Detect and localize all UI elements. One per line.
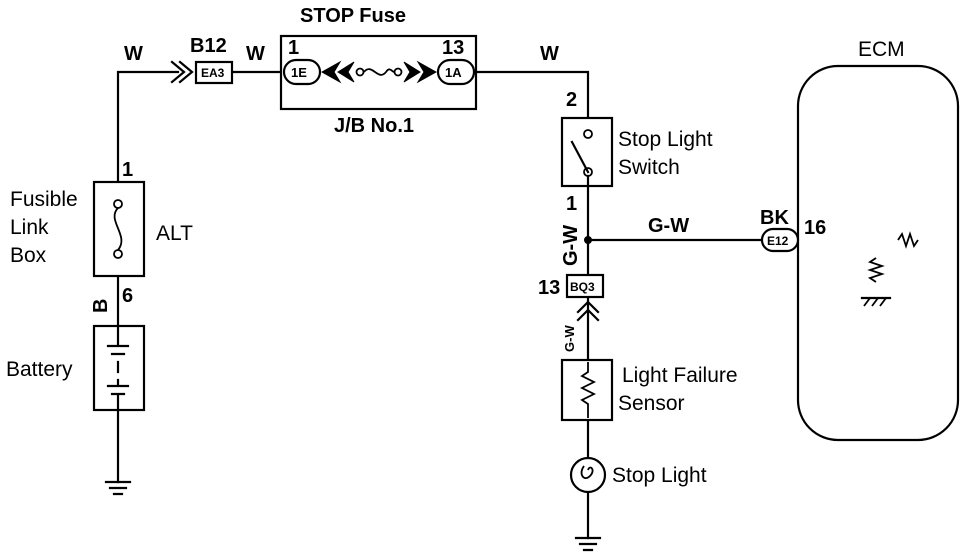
resistor-icon [579, 362, 597, 418]
fuse-arrow-icon [403, 61, 421, 83]
wire-color-label: B [90, 299, 112, 313]
switch-contact-icon [570, 140, 590, 174]
switch-terminal [583, 129, 593, 139]
fuse-arrow-icon [337, 61, 355, 83]
connector-arrow-icon [170, 60, 186, 84]
fuse-terminal [355, 67, 365, 77]
connector-label: BQ3 [570, 280, 595, 294]
ecm-box [796, 64, 960, 442]
pin-label: 1 [122, 159, 133, 181]
battery-label: Battery [6, 358, 73, 381]
fuse-terminal [393, 67, 403, 77]
pin-label: 16 [804, 217, 826, 239]
stop-light-switch-label: Stop Light Switch [618, 128, 718, 179]
stop-fuse-element-icon [363, 68, 395, 76]
wire-w-right [474, 70, 590, 120]
wire-color-label: W [246, 43, 265, 65]
connector-pin-label: BK [760, 207, 789, 229]
pin-label: 2 [566, 89, 577, 111]
wire-color-label: G-W [562, 325, 577, 352]
connector-arrow-icon [178, 60, 194, 84]
ground-icon [574, 536, 602, 552]
fusible-link-box [92, 180, 146, 278]
fusible-link-box-label: Fusible Link Box [10, 188, 84, 267]
ground-icon [104, 480, 132, 496]
ground-icon [860, 296, 892, 307]
pin-label: 1 [288, 37, 299, 59]
stop-fuse-title: STOP Fuse [300, 5, 406, 27]
battery-icon [106, 324, 130, 412]
connector-e12 [760, 227, 800, 253]
alt-fuse-label: ALT [156, 222, 193, 245]
connector-1a [436, 58, 476, 86]
fuse-arrow-icon [416, 60, 438, 84]
pin-label: 13 [538, 277, 560, 299]
connector-label: 1E [291, 65, 307, 80]
pin-label: 13 [442, 37, 464, 59]
wire-w-left [116, 70, 180, 184]
wire-color-label: G-W [648, 215, 689, 237]
fuse-element-icon [113, 207, 123, 251]
resistor-icon [867, 257, 885, 283]
connector-arrow-icon [576, 300, 600, 314]
connector-1e [282, 58, 322, 86]
stop-light-bulb-icon [569, 456, 607, 494]
connector-label: 1A [445, 65, 462, 80]
junction-dot [584, 236, 592, 244]
pin-label: 6 [122, 285, 133, 307]
light-failure-sensor-label: Light Failure Sensor [618, 364, 743, 415]
junction-block-label: J/B No.1 [334, 115, 414, 137]
resistor-icon [897, 231, 919, 249]
wire-color-label: G-W [560, 225, 582, 266]
connector-label: EA3 [201, 66, 225, 80]
stop-light-label: Stop Light [612, 464, 707, 487]
bulb-filament-icon [580, 465, 594, 479]
wire-color-label: W [124, 43, 143, 65]
pin-label: 1 [566, 193, 577, 215]
wire-color-label: W [540, 43, 559, 65]
connector-label: E12 [767, 234, 789, 248]
ecm-label: ECM [858, 38, 905, 61]
fuse-arrow-icon [320, 60, 342, 84]
connector-ea3 [194, 60, 234, 85]
connector-arrow-icon [576, 308, 600, 322]
connector-bq3 [565, 273, 605, 299]
connector-pin-label: B12 [190, 35, 227, 57]
